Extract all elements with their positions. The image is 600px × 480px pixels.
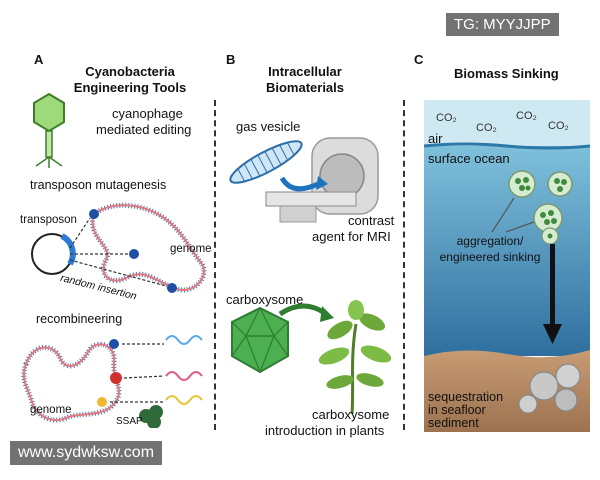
aggregation-label-line2: engineered sinking — [439, 250, 541, 264]
panel-b-letter: B — [226, 52, 236, 67]
phytoplankton-aggregate-3 — [533, 203, 563, 233]
genome-label-top: genome — [170, 243, 212, 255]
carboxysome-label: carboxysome — [226, 292, 304, 307]
recombineering-label: recombineering — [36, 312, 123, 326]
panel-a-title-line1: Cyanobacteria — [85, 64, 175, 79]
transposon-mutagenesis-label: transposon mutagenesis — [30, 178, 167, 192]
mri-illustration — [229, 137, 379, 223]
panel-b-title-line2: Biomaterials — [265, 80, 345, 95]
co2-label-3: CO₂ — [516, 110, 537, 122]
co2-label-1: CO₂ — [436, 112, 457, 124]
mri-table — [265, 191, 357, 207]
panel-a-title-line2: Engineering Tools — [73, 80, 187, 95]
air-layer — [424, 100, 590, 146]
edit-site-red — [110, 372, 122, 384]
sinking-arrow-shaft — [550, 244, 555, 326]
phage-tail — [45, 130, 53, 158]
recombineering-diagram — [21, 335, 203, 428]
watermark-top-right: TG: MYYJJPP — [446, 13, 559, 36]
edit-site-blue — [109, 339, 119, 349]
surface-ocean-label: surface ocean — [428, 151, 510, 166]
ssdna-blue — [165, 335, 203, 345]
watermark-bottom-left: www.sydwksw.com — [10, 441, 163, 465]
edit-site-yellow — [97, 397, 107, 407]
vesicle-to-mri-arrow — [279, 176, 320, 192]
sinking-arrow-head — [543, 324, 562, 344]
transposon-label: transposon — [20, 214, 77, 226]
co2-label-2: CO₂ — [476, 122, 497, 134]
air-label: air — [428, 131, 443, 146]
ssdna-yellow — [165, 395, 203, 405]
seafloor-sediment — [424, 350, 590, 432]
ssap-protein — [139, 405, 163, 428]
pointer-line-2 — [505, 221, 535, 233]
sinking-particle — [541, 227, 559, 245]
insertion-site-3 — [167, 283, 177, 293]
carboxysome-plant-illustration — [231, 300, 392, 415]
gas-vesicle-label: gas vesicle — [236, 119, 301, 134]
cyanophage-illustration — [33, 92, 65, 168]
carboxysome-intro-line2: introduction in plants — [265, 423, 385, 438]
genome-label-bottom: genome — [30, 404, 72, 416]
panel-a-letter: A — [34, 52, 44, 67]
phytoplankton-aggregate-2 — [547, 171, 573, 197]
ssdna-red — [165, 371, 203, 381]
ocean-scene — [424, 100, 590, 432]
divider-a-b — [214, 100, 216, 430]
ssap-label: SSAP — [116, 416, 143, 427]
transposon-diagram — [31, 202, 207, 293]
phage-head — [33, 92, 65, 133]
carboxysome-to-plant-arrow — [278, 303, 328, 317]
phytoplankton-aggregate-1 — [508, 170, 536, 198]
genome-bottom-strand-inner — [22, 343, 120, 421]
carboxysome-intro-line1: carboxysome — [312, 407, 390, 422]
ocean-surface-line — [424, 142, 590, 150]
contrast-label-line2: agent for MRI — [312, 229, 391, 244]
panel-c-title: Biomass Sinking — [454, 66, 559, 81]
cyanophage-label-line2: mediated editing — [96, 122, 192, 137]
seafloor-aggregates — [518, 363, 581, 414]
divider-b-c — [403, 100, 405, 430]
panel-c-letter: C — [414, 52, 424, 67]
insertion-site-1 — [89, 209, 99, 219]
sequestration-label-line1: sequestration — [428, 390, 504, 404]
transposon-segment — [60, 233, 76, 266]
contrast-label-line1: contrast — [348, 213, 395, 228]
plant-illustration — [318, 300, 392, 415]
insertion-site-2 — [129, 249, 139, 259]
co2-label-4: CO₂ — [548, 120, 569, 132]
pointer-line-1 — [491, 197, 515, 233]
aggregation-label-line1: aggregation/ — [456, 234, 524, 248]
cyanophage-label-line1: cyanophage — [112, 106, 183, 121]
sequestration-label-line2: in seafloor — [428, 403, 486, 417]
sequestration-label-line3: sediment — [428, 416, 479, 430]
gas-vesicle-shape — [229, 140, 303, 184]
carboxysome-icosahedron — [231, 306, 289, 374]
mri-bore — [319, 153, 365, 199]
panel-b-title-line1: Intracellular — [268, 64, 342, 79]
